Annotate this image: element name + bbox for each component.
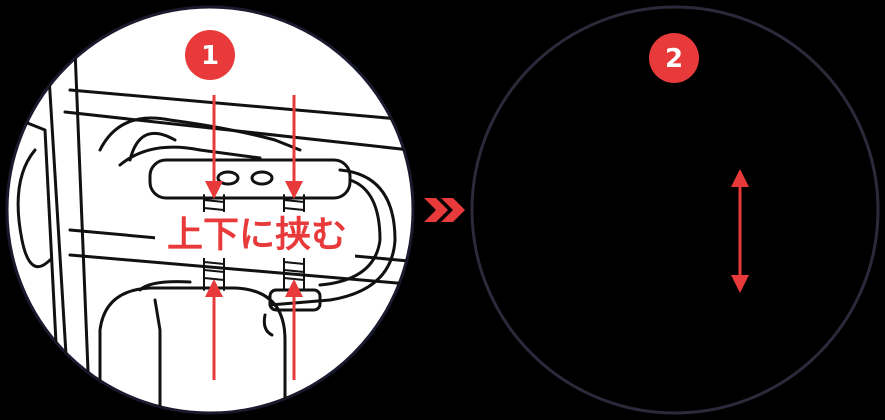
frame-joint [16,148,52,269]
step-2-number: 2 [665,44,683,74]
step-1-panel: 上下に挟む 1 [5,5,415,415]
bottom-bracket [98,286,287,413]
step-2-panel: 2 [470,5,880,415]
step-2-circle [470,5,880,415]
handle-loop [98,116,302,152]
lower-rail-bottom [68,253,413,287]
double-chevron-right-icon [424,198,465,222]
frame-post [18,118,62,413]
bottom-bracket-inner [153,298,162,413]
handle-inner [118,145,262,167]
nut-edge [262,313,274,337]
cable-loop [268,168,397,307]
handle-curve [128,131,177,162]
stroller-frame-illustration [16,48,413,413]
step-1-badge-circle [185,30,235,80]
label-backdrop [155,212,355,258]
top-rail [68,88,412,122]
clamp-hole-1 [216,170,240,186]
frame-post-edge [73,48,92,413]
step-1-number: 1 [201,41,219,71]
squeeze-arrows [205,95,303,380]
step-2-badge-circle [649,33,699,83]
step-1-badge: 1 [185,30,235,80]
clamp-hole-2 [250,170,274,186]
bottom-bracket-lip [138,280,192,292]
step-2-badge: 2 [649,33,699,83]
step-1-instruction: 上下に挟む [167,215,347,256]
